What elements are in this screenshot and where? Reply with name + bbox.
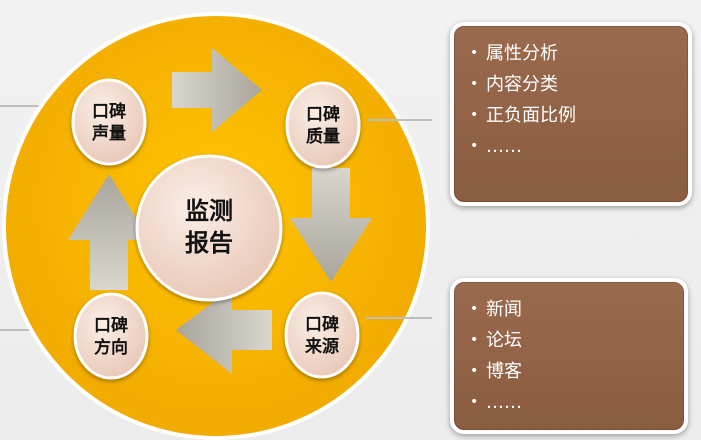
center-label-line2: 报告	[185, 229, 233, 257]
quality-details-panel: • 属性分析 • 内容分类 • 正负面比例 • ……	[450, 22, 692, 206]
node-source: 口碑 来源	[284, 291, 360, 379]
arrow-left-icon	[176, 288, 272, 374]
list-item: • 属性分析	[468, 38, 678, 69]
node-source-line1: 口碑	[305, 314, 339, 335]
arrow-up-icon	[68, 174, 150, 290]
center-node: 监测 报告	[135, 154, 283, 302]
list-item-text: 属性分析	[486, 43, 558, 64]
list-item-text: 论坛	[486, 330, 522, 351]
list-item-text: 正负面比例	[486, 105, 576, 126]
bullet-icon: •	[470, 76, 479, 92]
node-quality-line2: 质量	[306, 126, 340, 147]
node-volume-line1: 口碑	[92, 101, 126, 122]
list-item-text: ……	[486, 136, 522, 157]
center-label-line1: 监测	[185, 197, 233, 225]
bullet-icon: •	[470, 301, 479, 317]
quality-details-list: • 属性分析 • 内容分类 • 正负面比例 • ……	[468, 38, 678, 162]
bullet-icon: •	[470, 138, 479, 154]
list-item: • ……	[468, 131, 678, 162]
arrow-down-icon	[290, 168, 372, 282]
bullet-icon: •	[470, 332, 479, 348]
node-volume-line2: 声量	[91, 123, 126, 144]
node-volume: 口碑 声量	[71, 78, 147, 166]
arrow-right-icon	[172, 48, 262, 132]
node-direction-line1: 口碑	[94, 315, 128, 336]
list-item: • 正负面比例	[468, 100, 678, 131]
list-item-text: 新闻	[486, 299, 522, 320]
node-quality-line1: 口碑	[306, 104, 340, 125]
node-direction: 口碑 方向	[73, 292, 149, 380]
node-direction-line2: 方向	[94, 337, 128, 358]
node-quality: 口碑 质量	[285, 81, 361, 169]
list-item: • 新闻	[468, 294, 674, 325]
list-item: • 博客	[468, 356, 674, 387]
list-item-text: 博客	[486, 361, 522, 382]
bullet-icon: •	[470, 45, 479, 61]
list-item-text: 内容分类	[486, 74, 558, 95]
source-details-panel: • 新闻 • 论坛 • 博客 • ……	[450, 278, 688, 434]
list-item-text: ……	[486, 392, 522, 413]
bullet-icon: •	[470, 107, 479, 123]
bullet-icon: •	[470, 394, 479, 410]
list-item: • 内容分类	[468, 69, 678, 100]
source-details-list: • 新闻 • 论坛 • 博客 • ……	[468, 294, 674, 418]
bullet-icon: •	[470, 363, 479, 379]
node-source-line2: 来源	[304, 336, 339, 357]
list-item: • ……	[468, 387, 674, 418]
list-item: • 论坛	[468, 325, 674, 356]
